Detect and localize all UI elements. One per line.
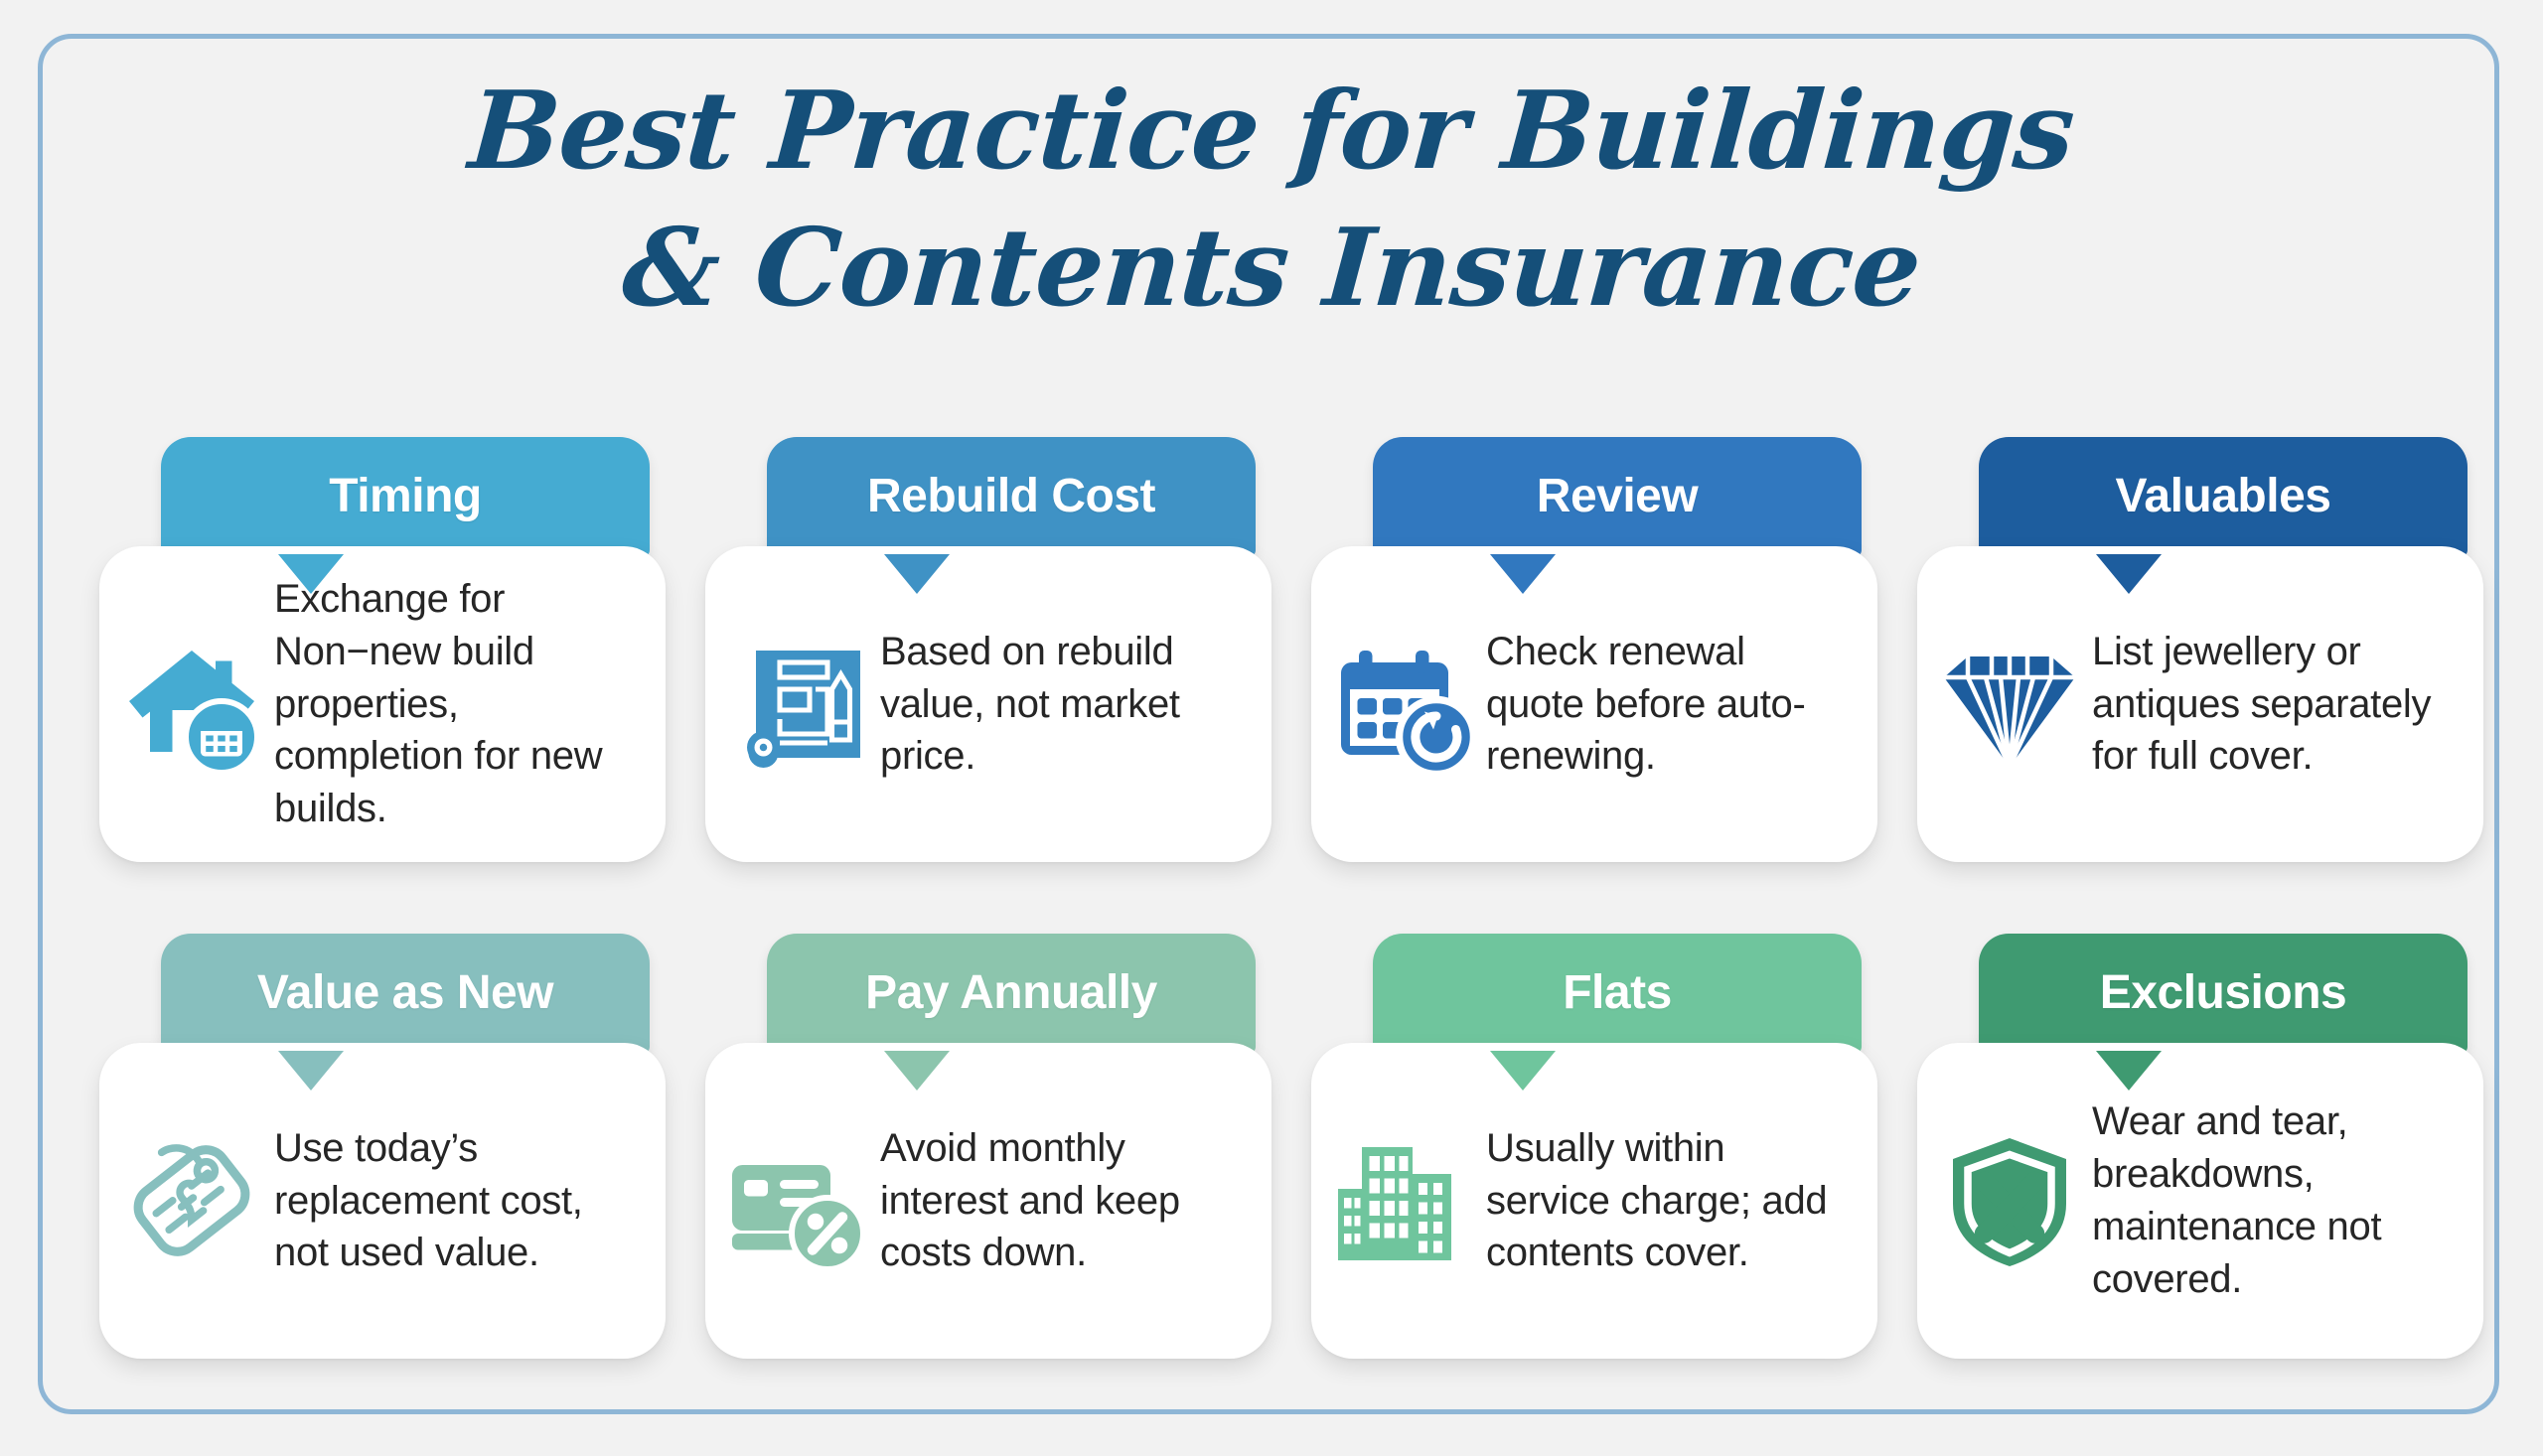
tip-card-review[interactable]: Review Check renewal quote before auto-r… <box>1311 437 1907 914</box>
tip-card-header-valuables[interactable]: Valuables <box>1979 437 2468 556</box>
tip-card-value-as-new[interactable]: Value as New Use today’s replacement cos… <box>99 934 695 1410</box>
tip-card-description: Exchange for Non−new build properties, c… <box>274 577 603 831</box>
tip-card-body-rebuild-cost: Based on rebuild value, not market price… <box>705 546 1272 862</box>
tip-card-pointer-icon <box>1490 1051 1556 1091</box>
tip-card-rebuild-cost[interactable]: Rebuild Cost Based on rebuild value, not… <box>705 437 1301 914</box>
tip-card-pointer-icon <box>2096 1051 2162 1091</box>
tip-card-pointer-icon <box>278 1051 344 1091</box>
diamond-icon <box>1935 630 2084 779</box>
tip-card-description: Check renewal quote before auto-renewing… <box>1486 629 1806 779</box>
tip-card-pointer-icon <box>278 554 344 594</box>
tip-card-title: Exclusions <box>2099 966 2347 1019</box>
tip-card-header-exclusions[interactable]: Exclusions <box>1979 934 2468 1053</box>
price-tag-pound-icon <box>117 1126 266 1275</box>
tip-card-title: Value as New <box>256 966 554 1019</box>
blueprint-pencil-icon <box>723 630 872 779</box>
tip-card-title: Pay Annually <box>865 966 1157 1019</box>
tip-card-pointer-icon <box>884 554 950 594</box>
tip-card-header-rebuild-cost[interactable]: Rebuild Cost <box>767 437 1256 556</box>
tip-card-body-review: Check renewal quote before auto-renewing… <box>1311 546 1877 862</box>
tip-card-pointer-icon <box>2096 554 2162 594</box>
tip-card-body-timing: Exchange for Non−new build properties, c… <box>99 546 666 862</box>
tip-card-title: Review <box>1536 470 1699 522</box>
tip-card-header-review[interactable]: Review <box>1373 437 1862 556</box>
tip-card-header-flats[interactable]: Flats <box>1373 934 1862 1053</box>
tip-card-body-exclusions: Wear and tear, breakdowns, maintenance n… <box>1917 1043 2483 1359</box>
tip-card-header-value-as-new[interactable]: Value as New <box>161 934 650 1053</box>
page-title: Best Practice for Buildings & Contents I… <box>0 69 2543 331</box>
apartment-buildings-icon <box>1329 1126 1478 1275</box>
tip-card-body-flats: Usually within service charge; add conte… <box>1311 1043 1877 1359</box>
calendar-refresh-icon <box>1329 630 1478 779</box>
credit-card-percent-icon <box>723 1126 872 1275</box>
tip-card-exclusions[interactable]: Exclusions Wear and tear, breakdowns, ma… <box>1917 934 2513 1410</box>
tip-card-valuables[interactable]: Valuables List jewellery or antiques sep… <box>1917 437 2513 914</box>
tip-card-title: Timing <box>329 470 482 522</box>
shield-x-icon <box>1935 1126 2084 1275</box>
tip-card-description: List jewellery or antiques separately fo… <box>2092 629 2432 779</box>
house-calendar-icon <box>117 630 266 779</box>
title-line-2: & Contents Insurance <box>618 206 1925 331</box>
tip-card-flats[interactable]: Flats Usually within service <box>1311 934 1907 1410</box>
tip-card-title: Valuables <box>2115 470 2331 522</box>
tip-card-description: Usually within service charge; add conte… <box>1486 1125 1828 1275</box>
tip-card-title: Flats <box>1563 966 1672 1019</box>
tip-card-description: Use today’s replacement cost, not used v… <box>274 1125 583 1275</box>
tip-card-description: Wear and tear, breakdowns, maintenance n… <box>2092 1099 2382 1301</box>
tip-card-description: Avoid monthly interest and keep costs do… <box>880 1125 1180 1275</box>
tip-card-pointer-icon <box>1490 554 1556 594</box>
tip-card-description: Based on rebuild value, not market price… <box>880 629 1180 779</box>
tip-card-body-value-as-new: Use today’s replacement cost, not used v… <box>99 1043 666 1359</box>
tip-card-title: Rebuild Cost <box>867 470 1156 522</box>
tips-grid: Timing Exchange for Non−new build proper… <box>0 437 2543 1430</box>
tips-row-2: Value as New Use today’s replacement cos… <box>0 934 2543 1430</box>
title-line-1: Best Practice for Buildings <box>465 69 2078 194</box>
tip-card-body-pay-annually: Avoid monthly interest and keep costs do… <box>705 1043 1272 1359</box>
tip-card-header-pay-annually[interactable]: Pay Annually <box>767 934 1256 1053</box>
tips-row-1: Timing Exchange for Non−new build proper… <box>0 437 2543 934</box>
tip-card-pay-annually[interactable]: Pay Annually Avoid monthly interest and … <box>705 934 1301 1410</box>
tip-card-pointer-icon <box>884 1051 950 1091</box>
tip-card-header-timing[interactable]: Timing <box>161 437 650 556</box>
tip-card-timing[interactable]: Timing Exchange for Non−new build proper… <box>99 437 695 914</box>
tip-card-body-valuables: List jewellery or antiques separately fo… <box>1917 546 2483 862</box>
